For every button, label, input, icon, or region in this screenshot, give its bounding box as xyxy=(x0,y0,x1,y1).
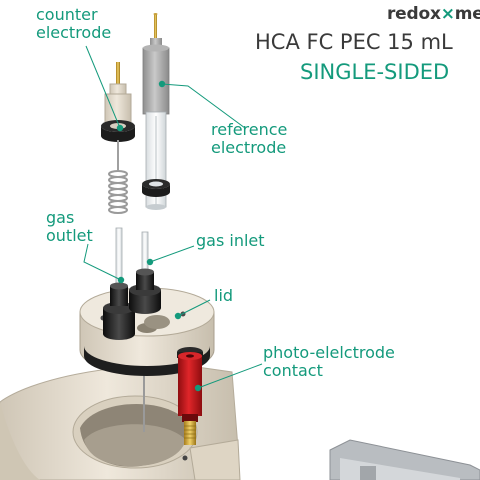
reference-electrode xyxy=(142,13,170,210)
metal-frame xyxy=(329,439,480,480)
callout-lines xyxy=(83,45,263,389)
reference-electrode-leader xyxy=(161,83,246,129)
brand-logo-left: redox xyxy=(387,4,441,24)
photo-electrode-leader xyxy=(197,363,263,389)
label-counter-electrode: counter electrode xyxy=(36,5,112,42)
label-reference-electrode: reference electrode xyxy=(211,120,288,157)
photo-electrode-dot xyxy=(194,384,202,392)
label-gas-inlet: gas inlet xyxy=(196,231,265,250)
lid-dot xyxy=(174,312,182,320)
label-lid: lid xyxy=(214,286,234,305)
product-title: HCA FC PEC 15 mL xyxy=(255,30,453,54)
cell-body xyxy=(0,364,241,480)
label-photo-electrode-contact: photo-elelctrode contact xyxy=(263,343,395,380)
gas-inlet-dot xyxy=(146,258,154,266)
gas-outlet-dot xyxy=(117,276,125,284)
brand-logo: redox×me xyxy=(387,4,480,24)
label-gas-outlet: gas outlet xyxy=(46,208,93,245)
gas-inlet-leader xyxy=(149,245,195,263)
brand-logo-right: me xyxy=(454,4,480,24)
variant-title: SINGLE-SIDED xyxy=(300,60,450,84)
gas-tubes xyxy=(103,227,161,340)
counter-electrode-dot xyxy=(116,124,124,132)
callout-dots xyxy=(116,80,202,392)
lid-leader xyxy=(177,299,211,317)
counter-electrode-leader xyxy=(85,45,121,129)
gas-outlet-leader xyxy=(83,243,122,281)
counter-electrode xyxy=(101,62,135,214)
brand-logo-mark: × xyxy=(440,4,455,24)
reference-electrode-dot xyxy=(158,80,166,88)
